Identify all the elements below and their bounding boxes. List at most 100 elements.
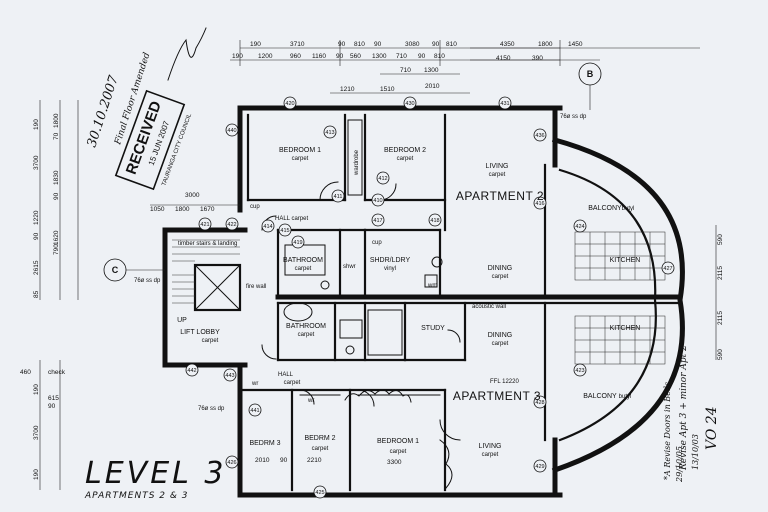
- revise-a-date: 29/10/05: [675, 446, 684, 483]
- grid-marker-b: B: [578, 62, 602, 110]
- dim-left-9: 2615: [33, 260, 40, 275]
- finish-living-apt3: carpet: [482, 452, 499, 458]
- bathroom-fittings: [283, 244, 443, 356]
- finish-balcony-apt3: butyl: [619, 394, 632, 400]
- mid-dimension-row: 3000 1050 1800 1670: [150, 192, 240, 213]
- dim-tr-3: 1450: [568, 41, 583, 48]
- svg-text:411: 411: [334, 194, 343, 200]
- label-hall-apt2: HALL carpet: [275, 216, 308, 222]
- label-cup-apt2: cup: [250, 204, 260, 210]
- revise-date: 13/10/03: [691, 434, 700, 470]
- dim-top3-1: 1210: [340, 86, 355, 93]
- dim-right-3: 2115: [717, 311, 724, 325]
- svg-text:414: 414: [263, 224, 272, 230]
- label-ffl: FFL 12220: [490, 379, 519, 385]
- svg-text:415: 415: [280, 228, 289, 234]
- svg-text:442: 442: [187, 368, 196, 374]
- bedroom-dimensions: 2010 90 2210 3300: [255, 457, 402, 466]
- finish-bedroom-1: carpet: [292, 156, 309, 162]
- svg-text:90: 90: [280, 457, 288, 464]
- svg-text:422: 422: [227, 222, 236, 228]
- top-dimension-chains: 190 3710 90 810 90 3080 90 810 190 1200 …: [230, 40, 700, 94]
- svg-text:412: 412: [378, 176, 387, 182]
- apartment-2-label: APARTMENT 2: [456, 189, 544, 203]
- dim-left-3: 70: [53, 132, 60, 140]
- dim-top-2: 3710: [290, 41, 305, 48]
- stair-treads: [172, 239, 240, 304]
- dim-left-12: 85: [33, 290, 40, 298]
- dim-right-1: 590: [717, 234, 724, 245]
- label-wr-2: wr: [307, 398, 314, 404]
- dim-top3-3: 2010: [425, 83, 440, 90]
- dim-top-6: 3080: [405, 41, 420, 48]
- svg-text:417: 417: [373, 218, 382, 224]
- signature: [167, 27, 207, 81]
- svg-text:426: 426: [227, 460, 236, 466]
- finish-shdr-ldry: vinyl: [384, 266, 396, 272]
- dim-tr-2: 1800: [538, 41, 553, 48]
- dim-top-7: 90: [432, 41, 440, 48]
- room-kitchen-apt3: KITCHEN: [610, 325, 641, 332]
- svg-text:430: 430: [405, 101, 414, 107]
- dim-top2-10: 810: [434, 53, 445, 60]
- label-fire-wall: fire wall: [246, 284, 266, 290]
- downpipe-notes: 76ø ss dp 76ø ss dp 76ø ss dp: [134, 114, 587, 412]
- level-subtitle: APARTMENTS 2 & 3: [84, 491, 189, 501]
- svg-text:441: 441: [250, 408, 259, 414]
- room-living-apt3: LIVING: [479, 443, 502, 450]
- dim-lower-4: 615: [48, 395, 59, 402]
- svg-text:B: B: [587, 69, 594, 79]
- svg-text:76ø ss dp: 76ø ss dp: [560, 114, 587, 120]
- svg-text:431: 431: [500, 101, 509, 107]
- svg-text:425: 425: [315, 490, 324, 496]
- grid-marker-c: C: [103, 258, 165, 282]
- room-study: STUDY: [421, 325, 445, 332]
- dim-top4-2: 1300: [424, 67, 439, 74]
- right-dimension-chain: 590 2115 2115 590: [715, 225, 724, 360]
- dim-top-1: 190: [250, 41, 261, 48]
- room-balcony-apt2: BALCONY: [588, 205, 622, 212]
- dim-top2-9: 90: [418, 53, 426, 60]
- dim-left-6: 90: [53, 192, 60, 200]
- finish-lift-lobby: carpet: [202, 338, 219, 344]
- dim-top-4: 810: [354, 41, 365, 48]
- room-bedroom-2: BEDROOM 2: [384, 147, 426, 154]
- finish-bathroom-apt2: carpet: [295, 266, 312, 272]
- svg-text:427: 427: [663, 266, 672, 272]
- svg-text:418: 418: [430, 218, 439, 224]
- svg-text:424: 424: [575, 224, 584, 230]
- dim-lower-1: 460: [20, 369, 31, 376]
- svg-text:76ø ss dp: 76ø ss dp: [198, 406, 225, 412]
- dim-lower-5: 90: [48, 403, 56, 410]
- label-acoustic-wall: acoustic wall: [472, 304, 506, 310]
- svg-text:429: 429: [535, 464, 544, 470]
- svg-text:428: 428: [535, 400, 544, 406]
- finish-bedroom-2: carpet: [397, 156, 414, 162]
- dim-top2-4: 1160: [312, 53, 326, 60]
- finish-dining-apt2: carpet: [492, 274, 509, 280]
- svg-text:421: 421: [200, 222, 209, 228]
- label-wardrobe: wardrobe: [354, 149, 360, 176]
- room-bathroom-apt2: BATHROOM: [283, 257, 323, 264]
- dim-top2-7: 1300: [372, 53, 387, 60]
- interior-walls: [193, 113, 547, 492]
- left-dimension-chains: 190 3700 70 1800 1830 90 1220 90 2615 79…: [20, 100, 79, 490]
- dim-left-1: 190: [33, 119, 40, 130]
- dim-top2-3: 960: [290, 53, 301, 60]
- finish-living-apt2: carpet: [489, 172, 506, 178]
- label-cup-ldry: cup: [372, 240, 382, 246]
- dim-left-5: 1830: [53, 170, 60, 185]
- svg-text:1050: 1050: [150, 206, 165, 213]
- room-bathroom-apt3: BATHROOM: [286, 323, 326, 330]
- room-bedrm-2: BEDRM 2: [304, 435, 335, 442]
- room-lift-lobby: LIFT LOBBY: [180, 329, 220, 336]
- room-living-apt2: LIVING: [486, 163, 509, 170]
- dim-tr-5: 390: [532, 55, 543, 62]
- dim-left-10: 790: [53, 244, 60, 255]
- planter-shrubs: [344, 389, 453, 489]
- dim-top2-5: 90: [336, 53, 344, 60]
- svg-text:1800: 1800: [175, 206, 190, 213]
- dim-lower-3: 190: [33, 384, 40, 395]
- finish-bedroom-1-apt3: carpet: [390, 449, 407, 455]
- dim-left-4: 1800: [53, 113, 60, 128]
